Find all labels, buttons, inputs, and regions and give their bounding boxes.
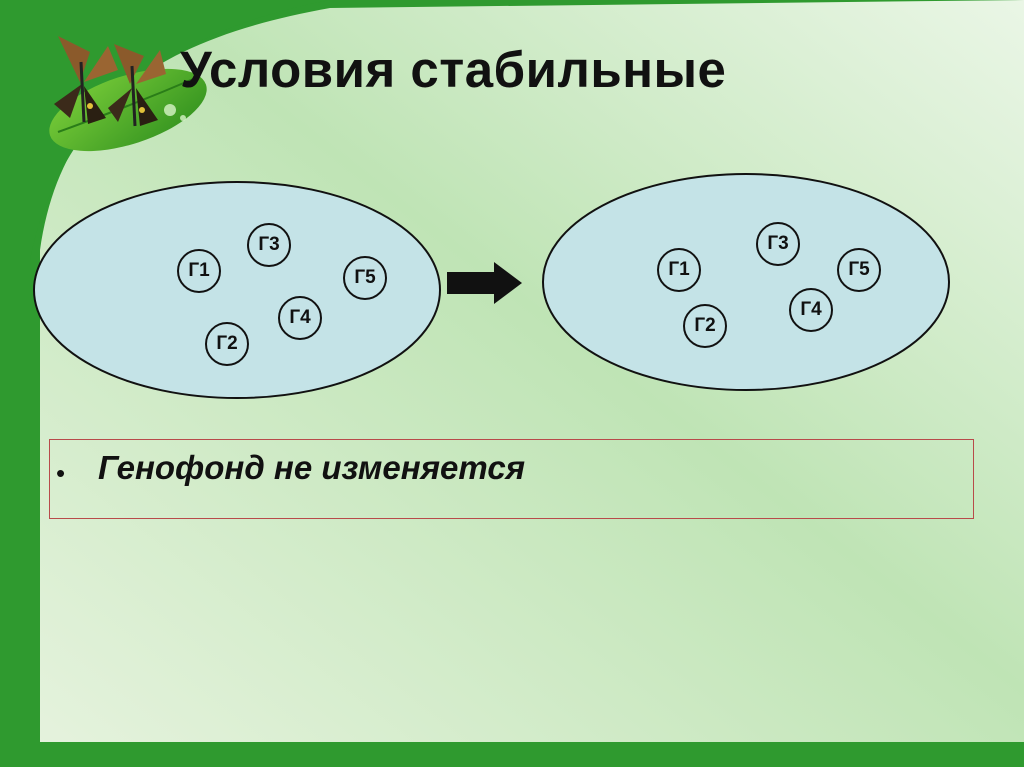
butterflies-on-leaf-icon xyxy=(49,36,207,152)
gene-circle: Г1 xyxy=(657,248,701,292)
gene-circle: Г4 xyxy=(789,288,833,332)
population-after-ellipse xyxy=(542,173,950,391)
slide-title: Условия стабильные xyxy=(180,41,727,98)
gene-circle: Г3 xyxy=(247,223,291,267)
right-arrow-icon xyxy=(447,262,522,304)
gene-circle: Г4 xyxy=(278,296,322,340)
gene-circle: Г5 xyxy=(343,256,387,300)
bullet-text: Генофонд не изменяется xyxy=(98,449,526,486)
gene-circle: Г2 xyxy=(205,322,249,366)
population-before-ellipse xyxy=(33,181,441,399)
gene-circle: Г1 xyxy=(177,249,221,293)
bullet-textbox xyxy=(49,439,974,519)
gene-circle: Г3 xyxy=(756,222,800,266)
bullet-symbol: • xyxy=(56,458,66,488)
gene-circle: Г5 xyxy=(837,248,881,292)
gene-circle: Г2 xyxy=(683,304,727,348)
